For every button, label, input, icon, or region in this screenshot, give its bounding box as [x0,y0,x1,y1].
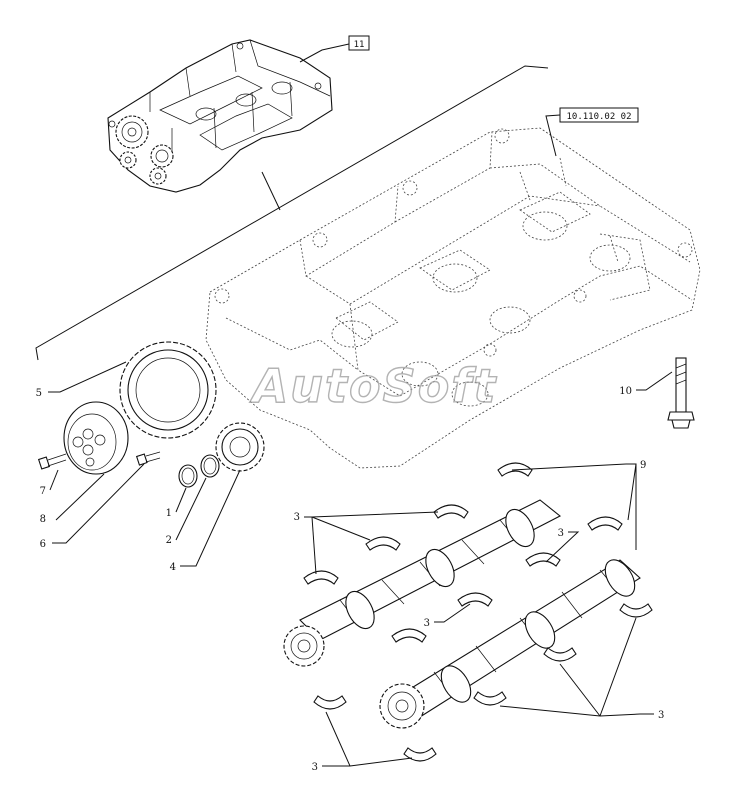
camshaft-upper[interactable] [299,499,562,641]
callout-7: 7 [40,486,46,497]
bearing-shell[interactable] [433,504,469,519]
callout-2: 2 [166,535,172,546]
gear-icon [150,144,174,168]
reference-box-10-110-02-02[interactable]: 10.110.02 02 [559,107,639,123]
reference-box-11[interactable]: 11 [348,35,370,51]
leader-line [545,114,561,157]
bearing-shell[interactable] [403,747,437,762]
large-gear-5[interactable] [119,341,217,439]
bearing-shell[interactable] [587,516,623,531]
separator-line [35,65,549,361]
bolt-10[interactable] [667,357,695,429]
callout-1: 1 [166,508,172,519]
bearing-shell[interactable] [365,536,401,551]
callout-3: 3 [424,618,430,629]
callout-3: 3 [558,528,564,539]
leader-line [299,43,350,63]
bearing-shell[interactable] [619,603,653,618]
callout-4: 4 [170,562,176,573]
gear-icon [115,115,149,149]
gear-icon [119,151,137,169]
cam-gear-lower[interactable] [379,683,425,729]
bolt-6[interactable] [135,451,161,466]
ring-1[interactable] [178,464,198,488]
callout-3: 3 [312,762,318,773]
leader-line [261,171,281,211]
callout-3: 3 [294,512,300,523]
pulley-8[interactable] [63,401,129,475]
bearing-shell[interactable] [543,647,577,662]
callout-6: 6 [40,539,46,550]
leader-lines [48,361,673,767]
gear-icon [149,167,167,185]
callout-10: 10 [619,386,632,397]
watermark: AutoSoft [250,359,498,413]
callout-5: 5 [36,388,42,399]
callout-9: 9 [640,460,646,471]
bearing-shell[interactable] [525,552,561,567]
ring-2[interactable] [200,454,220,478]
callout-3: 3 [658,710,664,721]
camshaft-carrier[interactable] [205,127,701,469]
bolt-7[interactable] [37,453,67,470]
bearing-shell[interactable] [391,628,427,643]
small-gear-4[interactable] [215,422,265,472]
assembly-thumbnail[interactable] [107,39,333,193]
bearing-shell[interactable] [313,695,347,710]
reference-box-10-110-02-02-label: 10.110.02 02 [566,112,631,122]
bearing-shell[interactable] [303,570,339,585]
bearing-shell[interactable] [473,691,507,706]
bearing-shell[interactable] [457,592,493,607]
reference-box-11-label: 11 [354,40,365,50]
cam-gear-upper[interactable] [283,625,325,667]
callout-8: 8 [40,514,46,525]
camshaft-lower[interactable] [391,555,641,723]
